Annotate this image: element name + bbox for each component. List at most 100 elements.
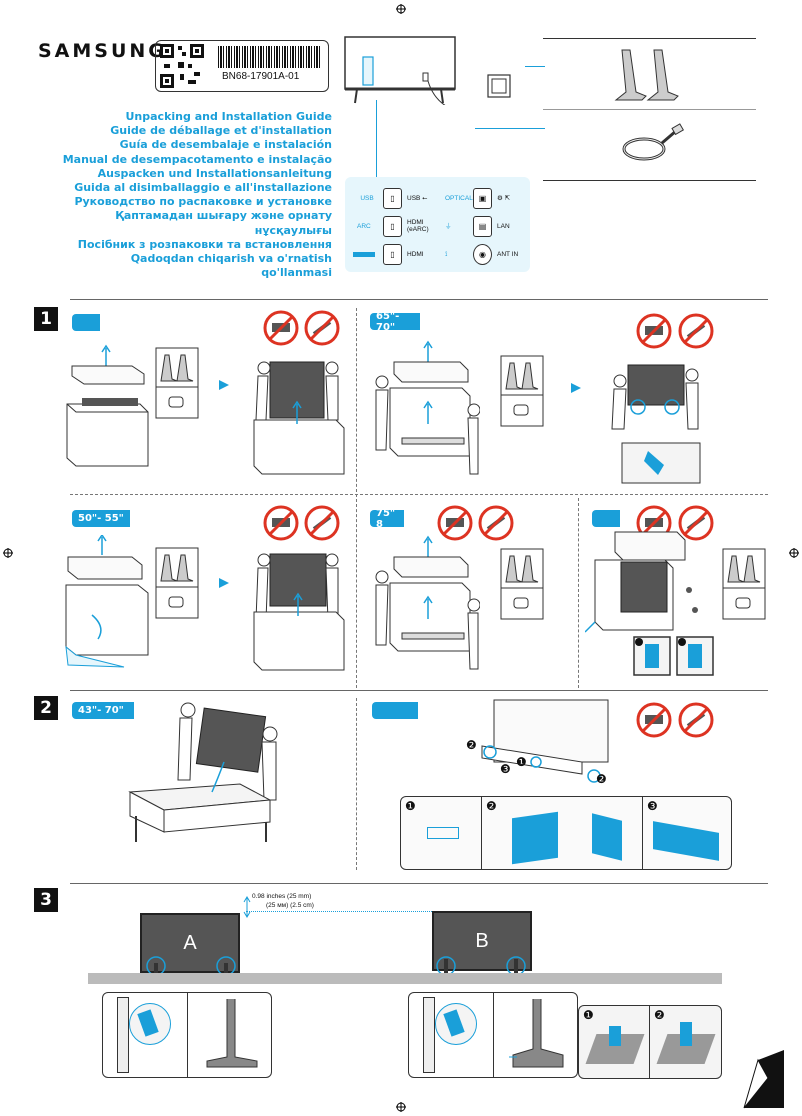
hdmi-earc-port-icon: ▯ bbox=[383, 215, 402, 237]
product-label bbox=[155, 40, 329, 92]
stand-legs-icon bbox=[614, 49, 679, 101]
no-press-screen-icon bbox=[304, 310, 340, 346]
lan-port-icon: ▤ bbox=[473, 215, 492, 237]
no-press-screen-icon-4 bbox=[478, 505, 514, 541]
port-arc-icon: ARC bbox=[357, 213, 371, 239]
optical-label: OPTICAL bbox=[445, 194, 473, 202]
stand-detail-b bbox=[408, 992, 578, 1078]
step1-hdivider bbox=[70, 494, 768, 495]
port-lan: ▤ LAN bbox=[473, 213, 510, 239]
no-press-screen-icon-3 bbox=[304, 505, 340, 541]
measure-line-2: (25 мм) (2.5 cm) bbox=[266, 902, 314, 909]
callout-3-b: ❸ bbox=[647, 799, 658, 813]
arrow-right-icon-3 bbox=[219, 578, 229, 588]
size-tag-1c: 50"- 55" bbox=[72, 510, 130, 527]
film-detail-1: ❶ bbox=[401, 797, 482, 869]
hdmi-port-icon: ▯ bbox=[383, 243, 402, 265]
callout-2-a: ❷ bbox=[466, 738, 477, 752]
measure-line-1: 0.98 inches (25 mm) bbox=[252, 893, 312, 900]
no-lay-flat-icon-2 bbox=[636, 313, 672, 349]
accessory-rule-mid bbox=[543, 109, 756, 110]
no-lay-flat-icon bbox=[263, 310, 299, 346]
accessory-box-icon-5 bbox=[722, 548, 766, 620]
barcode bbox=[218, 46, 322, 68]
size-tag-1d: 75" 8 bbox=[370, 508, 404, 530]
registration-mark-right bbox=[789, 548, 799, 558]
ant-in-port-icon: ◉ bbox=[473, 243, 492, 265]
registration-mark-top bbox=[396, 4, 406, 14]
callout-3-a: ❸ bbox=[500, 762, 511, 776]
arc-label: ARC bbox=[357, 222, 371, 230]
film-detail-2: ❷ bbox=[482, 797, 643, 869]
callout-line-2 bbox=[475, 128, 545, 129]
accessory-rule-bottom bbox=[543, 180, 756, 181]
stand-detail-a-left bbox=[103, 993, 188, 1077]
step-3-badge: 3 bbox=[34, 888, 58, 912]
stand-install-1: ❶ bbox=[579, 1006, 650, 1078]
film-strip-graphic bbox=[653, 821, 719, 861]
port-panel: USB ▯ USB ⭠ OPTICAL ▣ ⚙ ⇱ ARC ▯ HDMI (eA… bbox=[345, 177, 530, 272]
tv-a-label: A bbox=[183, 931, 197, 954]
step-1-badge: 1 bbox=[34, 307, 58, 331]
settings-icon: ⚙ ⇱ bbox=[497, 194, 511, 202]
lan-label: LAN bbox=[497, 222, 510, 230]
stand-detail-b-left bbox=[409, 993, 494, 1077]
place-tv-on-table-illustration bbox=[128, 702, 278, 842]
port-antenna-icon: ⟟ bbox=[445, 241, 447, 267]
callout-2-d: ❷ bbox=[654, 1008, 665, 1022]
size-tag-1a bbox=[72, 314, 100, 331]
hdmi-earc-label: HDMI (eARC) bbox=[407, 219, 429, 233]
clip-detail-1 bbox=[633, 636, 671, 676]
usb-icon-label: USB bbox=[360, 194, 374, 202]
qr-code-icon bbox=[160, 44, 204, 88]
accessory-box-icon-2 bbox=[500, 355, 544, 427]
clip-detail-2 bbox=[676, 636, 714, 676]
size-tag-1e bbox=[592, 510, 620, 527]
part-number: BN68-17901A-01 bbox=[222, 71, 300, 82]
box-lid-removal-illustration bbox=[66, 344, 149, 467]
no-lay-flat-icon-6 bbox=[636, 702, 672, 738]
lan-cable-icon: ⏚ bbox=[445, 222, 452, 230]
step2-rule bbox=[70, 690, 768, 691]
port-optical: ▣ ⚙ ⇱ bbox=[473, 185, 510, 211]
film-detail-frame: ❶ ❷ ❸ bbox=[400, 796, 732, 870]
port-hdmi-cable-icon bbox=[353, 241, 375, 267]
clearance-measurement: 0.98 inches (25 mm) (25 мм) (2.5 cm) bbox=[252, 892, 314, 910]
size-tag-1b: 65"- 70" bbox=[370, 311, 420, 333]
ant-in-label: ANT IN bbox=[497, 250, 519, 258]
no-press-screen-icon-5 bbox=[678, 505, 714, 541]
step1-rule bbox=[70, 299, 768, 300]
remove-protective-film-illustration bbox=[481, 699, 609, 783]
film-sheet-graphic-2 bbox=[592, 813, 622, 861]
accessory-box-icon-3 bbox=[155, 547, 199, 619]
stand-install-2: ❷ bbox=[650, 1006, 721, 1078]
callout-2-b: ❷ bbox=[596, 772, 607, 786]
samsung-logo: SAMSUNG bbox=[38, 40, 167, 62]
arrow-right-icon-2 bbox=[571, 383, 581, 393]
title-uk: Посібник з розпаковки та встановлення bbox=[77, 237, 332, 251]
port-usb: ▯ USB ⭠ bbox=[383, 185, 427, 211]
stand-leg-b bbox=[423, 997, 435, 1073]
title-ru: Руководство по распаковке и установке bbox=[74, 195, 332, 209]
grip-handles-illustration bbox=[611, 364, 701, 484]
callout-line-ports bbox=[376, 100, 377, 178]
title-de: Auspacken und Installationsanleitung bbox=[97, 166, 332, 180]
no-press-screen-icon-2 bbox=[678, 313, 714, 349]
tv-b-label: B bbox=[475, 929, 489, 952]
port-usb-icon: USB bbox=[357, 185, 377, 211]
box-open-front-illustration bbox=[65, 535, 149, 668]
port-hdmi: ▯ HDMI bbox=[383, 241, 424, 267]
stand-clip-graphic-2 bbox=[680, 1022, 692, 1046]
port-hdmi-earc: ▯ HDMI (eARC) bbox=[383, 213, 433, 239]
two-person-unbox-illustration bbox=[375, 340, 480, 475]
power-cord-icon bbox=[622, 123, 684, 161]
title-pt: Manual de desempacotamento e instalação bbox=[62, 152, 332, 166]
title-en: Unpacking and Installation Guide bbox=[125, 110, 333, 123]
stand-profile-b bbox=[509, 999, 564, 1068]
callout-1-b: ❶ bbox=[405, 799, 416, 813]
film-corner-graphic bbox=[427, 827, 459, 839]
no-lay-flat-icon-3 bbox=[263, 505, 299, 541]
box-side-open-illustration bbox=[585, 531, 698, 633]
antenna-icon: ⟟ bbox=[445, 250, 448, 258]
arrow-right-icon bbox=[219, 380, 229, 390]
